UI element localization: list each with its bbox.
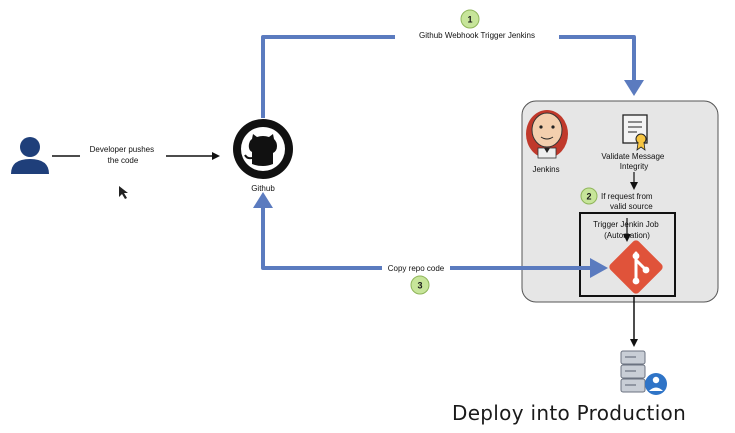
svg-text:3: 3: [417, 281, 422, 291]
copy-repo-arrowhead-up: [253, 192, 273, 208]
user-icon: [11, 137, 49, 174]
copy-repo-label: Copy repo code: [388, 264, 445, 273]
step-badge-3: 3: [410, 275, 430, 295]
svg-text:1: 1: [467, 15, 472, 25]
svg-text:2: 2: [586, 192, 591, 202]
git-logo-icon: [609, 240, 663, 294]
jenkins-panel: [521, 100, 719, 303]
mouse-cursor-icon: [119, 186, 128, 199]
copy-repo-arrow: [261, 206, 602, 270]
server-user-icon: [620, 350, 667, 395]
validate-label: Validate Message Integrity: [601, 152, 666, 171]
trigger-job-box: [579, 212, 676, 297]
jenkins-label: Jenkins: [532, 165, 559, 174]
github-octocat-icon: [233, 119, 293, 179]
step-badge-1: 1: [460, 9, 480, 29]
webhook-label: Github Webhook Trigger Jenkins: [419, 31, 535, 40]
step-badge-2: 2: [580, 187, 598, 205]
github-label: Github: [251, 184, 275, 193]
push-label: Developer pushes the code: [90, 145, 157, 165]
valid-source-label: If request from valid source: [601, 192, 655, 211]
copy-repo-arrowhead-right: [590, 258, 608, 278]
jenkins-butler-icon: [526, 110, 568, 159]
webhook-arrowhead: [624, 80, 644, 96]
deploy-label: Deploy into Production: [452, 401, 687, 425]
certificate-icon: [622, 114, 648, 151]
